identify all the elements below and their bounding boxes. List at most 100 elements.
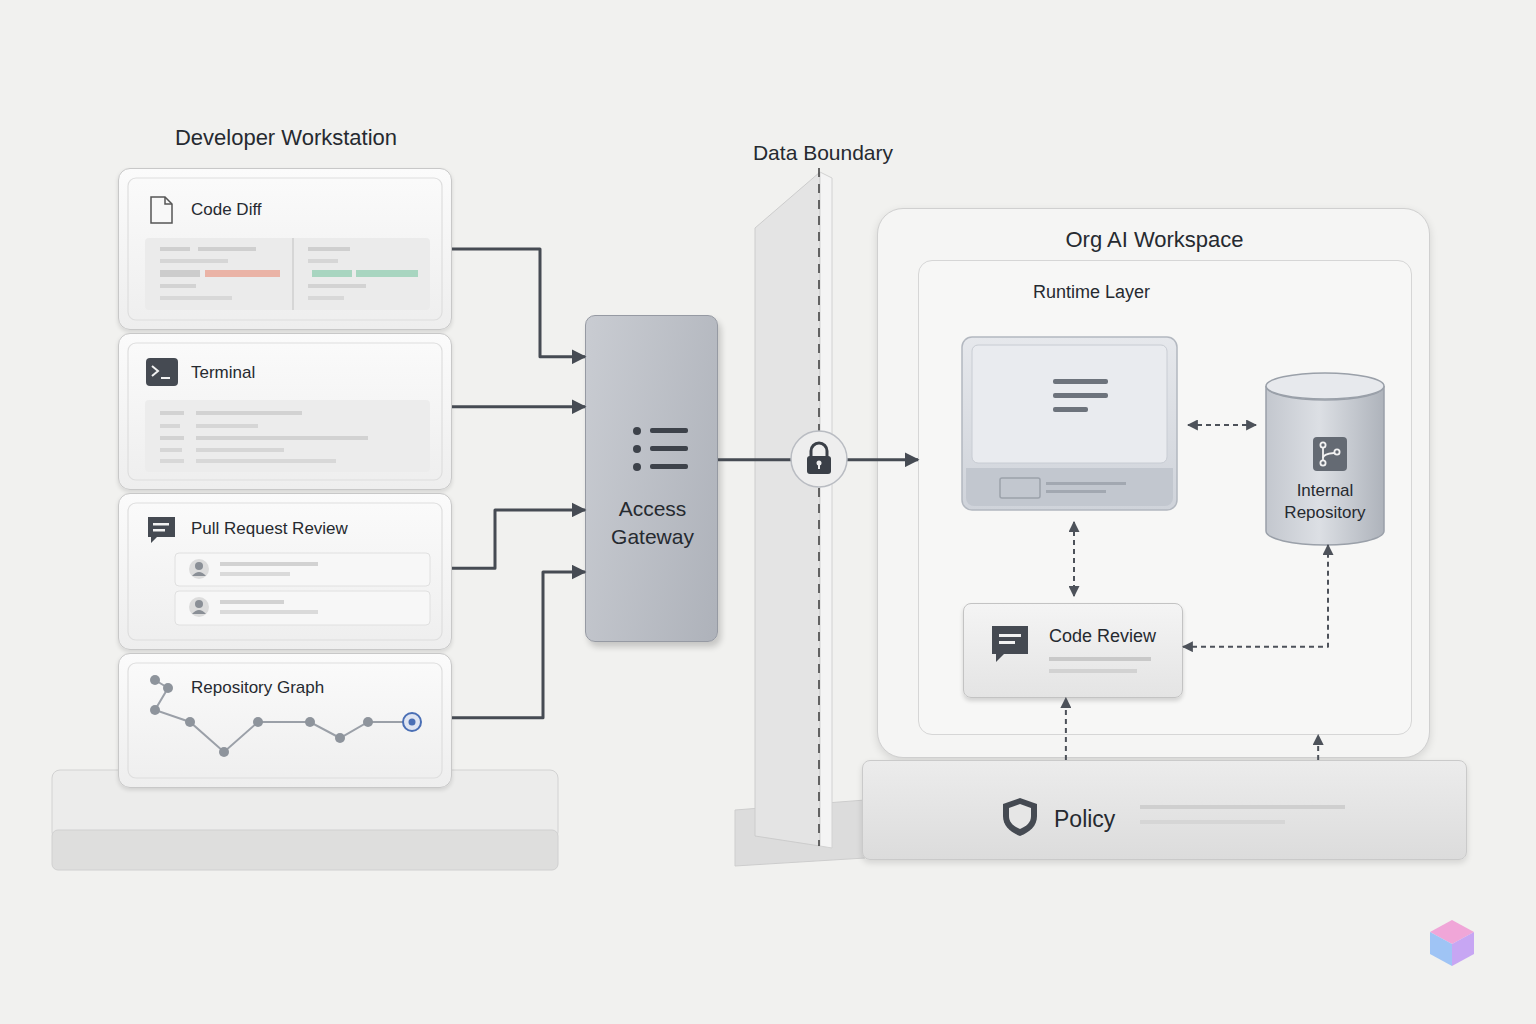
repository-cylinder: Internal Repository <box>1265 372 1385 545</box>
terminal-art <box>145 400 430 472</box>
code-diff-art <box>205 270 280 277</box>
repository-graph-art <box>363 717 373 727</box>
node-label: Code Review <box>1049 625 1179 648</box>
terminal-art <box>146 358 178 386</box>
boundary-wall <box>818 168 820 846</box>
boundary-lock <box>818 464 820 469</box>
repository-icon <box>1334 449 1339 454</box>
repository-graph-art <box>403 713 421 731</box>
repository-graph-art <box>185 717 195 727</box>
boundary-lock <box>817 461 822 466</box>
node-label: Developer Workstation <box>115 124 457 152</box>
pull-request-art <box>192 610 206 614</box>
repository-icon <box>1322 448 1324 460</box>
flow-arrow <box>718 458 918 461</box>
pull-request-art <box>192 572 206 576</box>
runtime-server-box <box>962 337 1177 510</box>
repository-graph-art <box>409 719 416 726</box>
repository-graph-art <box>150 705 160 715</box>
gateway-icon <box>633 445 641 453</box>
runtime-server-box <box>966 468 1173 506</box>
boundary-lock <box>807 456 831 474</box>
flow-arrow <box>452 572 585 718</box>
code-diff-art <box>160 296 232 300</box>
code-diff-art <box>160 259 228 263</box>
internal-dashed-arrows <box>1188 424 1256 426</box>
code-review-art <box>999 634 1021 637</box>
workstation-platform <box>52 830 558 870</box>
watermark-cube <box>1430 920 1474 944</box>
pull-request-art <box>153 529 165 532</box>
repository-graph-art <box>335 733 345 743</box>
tool-card: Pull Request Review <box>118 493 452 650</box>
boundary-wall <box>735 800 865 866</box>
runtime-server-box <box>1046 482 1126 485</box>
boundary-lock <box>811 443 827 457</box>
code-diff-art <box>292 238 294 310</box>
node-label: Code Diff <box>191 199 441 220</box>
node-label: Org AI Workspace <box>878 226 1431 254</box>
internal-dashed-arrows <box>1073 522 1075 596</box>
code-diff-art <box>160 284 196 288</box>
code-diff-art <box>145 197 430 310</box>
repository-graph-art <box>150 675 160 685</box>
terminal-art <box>196 436 368 440</box>
code-diff-art <box>308 296 344 300</box>
gateway-icon <box>650 464 688 469</box>
code-review-art <box>992 626 1028 662</box>
pull-request-art <box>220 600 284 604</box>
repository-icon <box>1320 442 1325 447</box>
code-diff-art <box>145 238 430 310</box>
runtime-server-box <box>1053 407 1088 412</box>
terminal-art <box>152 366 158 376</box>
gateway-icon <box>650 446 688 451</box>
gateway-icon <box>650 428 688 433</box>
internal-dashed-arrows <box>1074 425 1256 596</box>
pull-request-art <box>153 523 169 526</box>
pull-request-art <box>195 562 203 570</box>
flow-arrow <box>452 405 585 408</box>
tool-card: Repository Graph <box>118 653 452 788</box>
node-label: Runtime Layer <box>1033 281 1333 304</box>
cylinder-body <box>1266 386 1384 545</box>
code-review-art <box>992 626 1151 673</box>
policy-art <box>1009 804 1031 829</box>
terminal-art <box>160 436 184 440</box>
dashed-connector <box>1183 545 1328 647</box>
policy-art <box>1140 805 1345 809</box>
repository-icon <box>1313 437 1347 471</box>
repository-graph-art <box>219 747 229 757</box>
terminal-art <box>161 377 170 379</box>
runtime-server-box <box>962 337 1177 510</box>
code-diff-art <box>198 247 256 251</box>
terminal-art <box>145 358 430 472</box>
terminal-art <box>160 411 184 415</box>
pull-request-art <box>148 517 175 543</box>
code-review-art <box>999 641 1015 644</box>
runtime-server-box <box>1000 478 1040 498</box>
gateway-icon <box>633 427 641 435</box>
workspace-panel: Org AI WorkspaceRuntime LayerInternal Re… <box>877 208 1430 758</box>
card-inner-frames <box>128 663 442 778</box>
card-inner-frames <box>128 178 442 320</box>
repository-icon <box>1323 453 1334 458</box>
policy-art <box>1003 798 1037 836</box>
review-box: Code Review <box>963 603 1183 698</box>
runtime-server-box <box>1053 379 1108 384</box>
repository-graph-art <box>305 717 315 727</box>
card-inner-frames <box>128 503 442 640</box>
watermark-cube <box>1430 932 1452 966</box>
node-label: Terminal <box>191 362 441 383</box>
node-label: Policy <box>1054 805 1174 834</box>
dashed-connector <box>1317 735 1319 760</box>
node-label: Pull Request Review <box>191 518 441 539</box>
workstation-group: Developer WorkstationCode DiffTerminalPu… <box>115 118 457 793</box>
code-diff-art <box>160 270 200 277</box>
gateway-box: Access Gateway <box>585 315 718 642</box>
watermark-cube <box>1430 920 1474 966</box>
boundary-wall <box>820 172 832 848</box>
policy-art <box>1140 820 1285 824</box>
terminal-art <box>196 448 284 452</box>
code-diff-art <box>312 270 352 277</box>
